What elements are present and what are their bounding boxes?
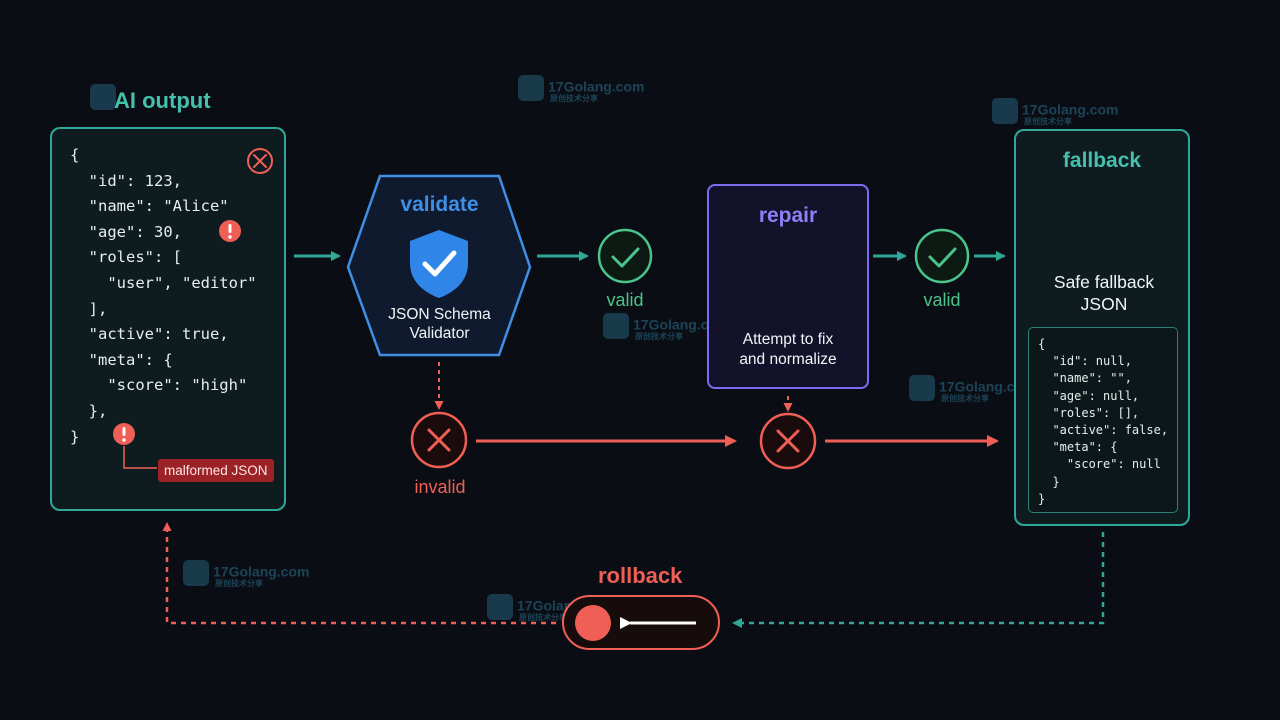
arrow-fallback-to-rollback: [732, 532, 1105, 628]
watermark-text: 17Golang.com: [548, 78, 645, 95]
fallback-desc-line2: JSON: [1080, 294, 1128, 314]
malformed-json-tag: malformed JSON: [158, 459, 274, 482]
watermark-logo-icon: [603, 313, 629, 339]
watermark-logo-icon: [909, 375, 935, 401]
watermark-sub: 原创技术分享: [1024, 117, 1072, 126]
watermark-text: 17Golang.com: [633, 316, 730, 333]
watermark-logo-icon: [90, 84, 116, 110]
watermark-sub: 原创技术分享: [519, 613, 567, 622]
valid-label-2: valid: [923, 290, 961, 310]
validate-desc-line2: Validator: [409, 325, 470, 342]
fallback-desc: Safe fallback JSON: [1016, 271, 1192, 315]
repair-desc-line2: and normalize: [739, 350, 837, 368]
watermark-logo-icon: [518, 75, 544, 101]
shield-check-icon: [410, 230, 468, 298]
fallback-json-code: { "id": null, "name": "", "age": null, "…: [1038, 337, 1169, 506]
watermark: [90, 84, 120, 110]
validate-desc-line1: JSON Schema: [388, 306, 491, 323]
fallback-title: fallback: [1062, 149, 1142, 172]
fallback-json-box: { "id": null, "name": "", "age": null, "…: [1028, 327, 1178, 513]
error-alert-icon: [219, 220, 241, 242]
rollback-title: rollback: [598, 563, 683, 588]
arrow-rollback-to-ai-output: [162, 522, 556, 625]
repair-desc-line1: Attempt to fix: [742, 331, 834, 348]
valid-check-icon: [597, 228, 653, 284]
watermark-sub: 原创技术分享: [635, 332, 683, 341]
watermark-sub: 原创技术分享: [941, 394, 989, 403]
rollback-knob: [575, 605, 611, 641]
fallback-panel: fallback Safe fallback JSON { "id": null…: [1014, 129, 1190, 526]
rollback-graphic: [575, 605, 696, 641]
watermark-text: 17Golang.com: [1022, 101, 1119, 118]
valid-label-1: valid: [606, 290, 644, 310]
error-alert-icon: [113, 423, 135, 445]
fallback-desc-line1: Safe fallback: [1053, 272, 1155, 292]
invalid-label: invalid: [414, 477, 466, 497]
invalid-x-icon: [410, 411, 468, 469]
repair-title: repair: [758, 204, 818, 227]
watermark-text: 17Golang.com: [213, 563, 310, 580]
repair-box: repair Attempt to fix and normalize: [707, 184, 869, 389]
watermark-sub: 原创技术分享: [550, 94, 598, 103]
watermark-logo-icon: [183, 560, 209, 586]
close-circle-icon: [247, 148, 273, 174]
ai-output-code: { "id": 123, "name": "Alice" "age": 30, …: [70, 146, 257, 446]
watermark-logo-icon: [487, 594, 513, 620]
repair-desc: Attempt to fix and normalize: [709, 330, 867, 369]
watermark-text: 17Golang.com: [939, 378, 1036, 395]
rollback-control[interactable]: [562, 595, 720, 650]
validate-title: validate: [400, 193, 479, 216]
watermark-logo-icon: [992, 98, 1018, 124]
valid-check-icon: [914, 228, 970, 284]
ai-output-title: AI output: [114, 88, 211, 113]
ai-output-panel: { "id": 123, "name": "Alice" "age": 30, …: [50, 127, 286, 511]
repair-fail-x-icon: [759, 412, 817, 470]
watermark-sub: 原创技术分享: [215, 579, 263, 588]
error-connector: [123, 446, 157, 469]
